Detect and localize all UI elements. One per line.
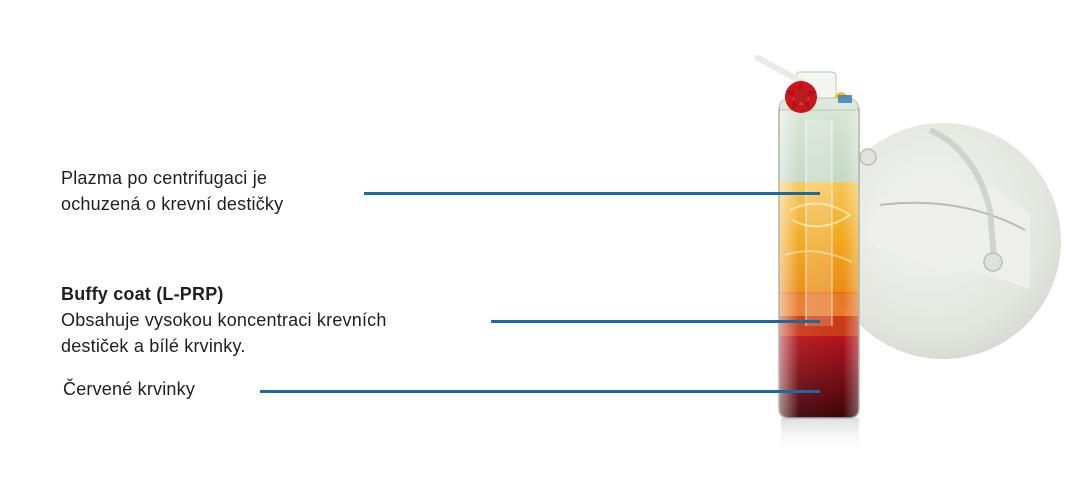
buffy-coat-text-line-2: destiček a bílé krvinky. — [61, 336, 246, 356]
buffy-coat-leader-line — [491, 320, 820, 323]
plasma-leader-line — [364, 192, 820, 195]
cap-flower-icon — [755, 55, 859, 113]
buffy-coat-title: Buffy coat (L-PRP) — [61, 284, 224, 304]
buffy-coat-text-line-1: Obsahuje vysokou koncentraci krevních — [61, 310, 387, 330]
red-cells-text: Červené krvinky — [63, 379, 196, 399]
plasma-text-line-1: Plazma po centrifugaci je — [61, 168, 268, 188]
plasma-callout: Plazma po centrifugaci je ochuzená o kre… — [61, 165, 283, 217]
red-cells-leader-line — [260, 390, 820, 393]
magnified-detail-circle — [825, 123, 1061, 359]
buffy-coat-callout: Buffy coat (L-PRP) Obsahuje vysokou konc… — [61, 281, 387, 359]
red-cells-callout: Červené krvinky — [63, 376, 195, 402]
plasma-text-line-2: ochuzená o krevní destičky — [61, 194, 284, 214]
